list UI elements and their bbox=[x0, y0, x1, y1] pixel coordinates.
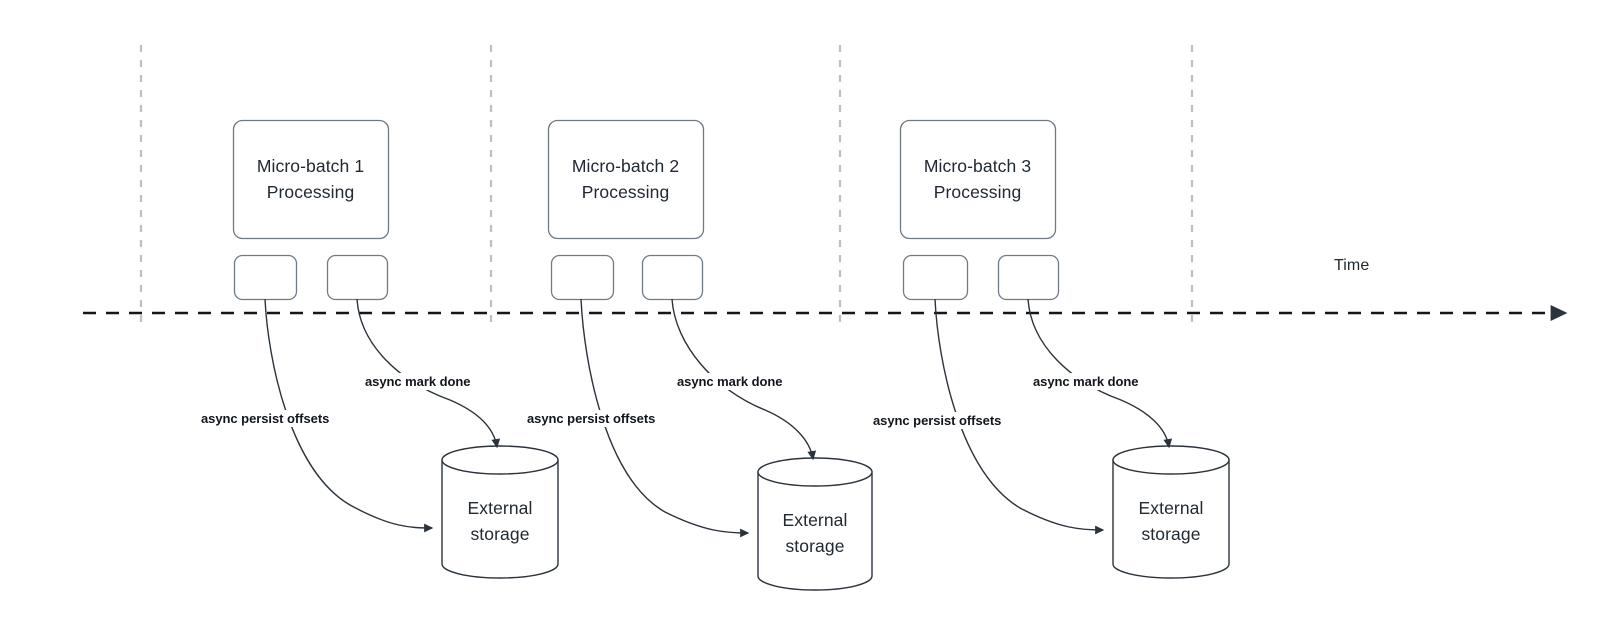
external-storage-cylinder-1[interactable] bbox=[441, 445, 559, 579]
edge-persist-offsets-1 bbox=[264, 298, 434, 533]
edge-mark-done-3-label: async mark done bbox=[1030, 373, 1142, 390]
external-storage-cylinder-2[interactable] bbox=[757, 457, 873, 591]
edge-persist-offsets-2 bbox=[580, 298, 750, 538]
external-storage-cylinder-3[interactable] bbox=[1112, 445, 1230, 579]
micro-batch-box-1[interactable] bbox=[232, 119, 390, 240]
edge-mark-done-1-label: async mark done bbox=[362, 373, 474, 390]
edge-mark-done-2 bbox=[671, 298, 817, 461]
edge-persist-offsets-3-label: async persist offsets bbox=[870, 412, 1005, 429]
cylinder-body-3 bbox=[1112, 459, 1230, 579]
time-axis-label: Time bbox=[1334, 257, 1370, 274]
timeline-separators bbox=[139, 45, 1194, 322]
async-edges bbox=[264, 298, 1173, 538]
edge-mark-done-1 bbox=[356, 298, 501, 449]
edge-persist-offsets-1-label: async persist offsets bbox=[198, 410, 333, 427]
micro-batch-box-3[interactable] bbox=[899, 119, 1057, 240]
cylinder-body-1 bbox=[441, 459, 559, 579]
edge-persist-offsets-3 bbox=[934, 298, 1105, 535]
edge-persist-offsets-2-label: async persist offsets bbox=[524, 410, 659, 427]
task-box-2a[interactable] bbox=[550, 254, 615, 301]
micro-batch-box-2[interactable] bbox=[547, 119, 705, 240]
edge-mark-done-3 bbox=[1027, 298, 1173, 449]
cylinder-body-2 bbox=[757, 471, 873, 591]
edge-mark-done-2-label: async mark done bbox=[674, 373, 786, 390]
micro-batch-shapes bbox=[232, 119, 1230, 591]
